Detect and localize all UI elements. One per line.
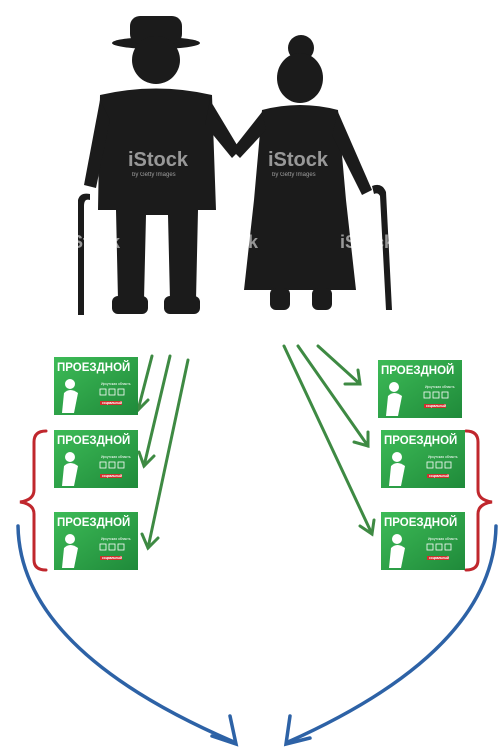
svg-text:iStock: iStock: [204, 232, 259, 252]
svg-text:ПРОЕЗДНОЙ: ПРОЕЗДНОЙ: [57, 434, 130, 447]
svg-text:ПРОЕЗДНОЙ: ПРОЕЗДНОЙ: [57, 516, 130, 529]
svg-text:iStock: iStock: [64, 66, 119, 86]
svg-text:iStock: iStock: [66, 232, 121, 252]
svg-text:ПРОЕЗДНОЙ: ПРОЕЗДНОЙ: [384, 516, 457, 529]
svg-text:iStock: iStock: [340, 232, 395, 252]
svg-text:Иркутская область: Иркутская область: [428, 537, 458, 541]
watermark-brand: iStock: [128, 149, 189, 171]
svg-text:iStock: iStock: [340, 66, 395, 86]
left-red-bracket: [20, 431, 46, 570]
svg-text:Иркутская область: Иркутская область: [101, 382, 131, 386]
svg-text:Иркутская область: Иркутская область: [428, 455, 458, 459]
svg-text:социальный: социальный: [102, 401, 122, 405]
pass-card-left-1: ПРОЕЗДНОЙ Иркутская область социальный: [54, 357, 138, 415]
pass-card-right-2: ПРОЕЗДНОЙ Иркутская область социальный: [381, 430, 465, 488]
svg-text:Иркутская область: Иркутская область: [101, 455, 131, 459]
right-green-arrows: [284, 346, 374, 534]
svg-text:ПРОЕЗДНОЙ: ПРОЕЗДНОЙ: [384, 434, 457, 447]
pass-card-right-1: ПРОЕЗДНОЙ Иркутская область социальный: [378, 360, 462, 418]
svg-text:ПРОЕЗДНОЙ: ПРОЕЗДНОЙ: [381, 364, 454, 377]
svg-text:by Getty Images: by Getty Images: [132, 172, 176, 178]
svg-text:социальный: социальный: [426, 404, 446, 408]
pass-card-title: ПРОЕЗДНОЙ: [57, 361, 130, 374]
svg-text:социальный: социальный: [102, 556, 122, 560]
svg-text:iStock: iStock: [268, 149, 329, 171]
svg-text:социальный: социальный: [429, 556, 449, 560]
svg-text:by Getty Images: by Getty Images: [272, 172, 316, 178]
svg-text:социальный: социальный: [102, 474, 122, 478]
left-green-arrows: [134, 356, 188, 548]
pass-card-left-2: ПРОЕЗДНОЙ Иркутская область социальный: [54, 430, 138, 488]
pass-card-right-3: ПРОЕЗДНОЙ Иркутская область социальный: [381, 512, 465, 570]
svg-text:iStock: iStock: [204, 66, 259, 86]
svg-text:социальный: социальный: [429, 474, 449, 478]
right-red-bracket: [466, 431, 492, 570]
svg-text:Иркутская область: Иркутская область: [101, 537, 131, 541]
pass-card-left-3: ПРОЕЗДНОЙ Иркутская область социальный: [54, 512, 138, 570]
svg-text:Иркутская область: Иркутская область: [425, 385, 455, 389]
